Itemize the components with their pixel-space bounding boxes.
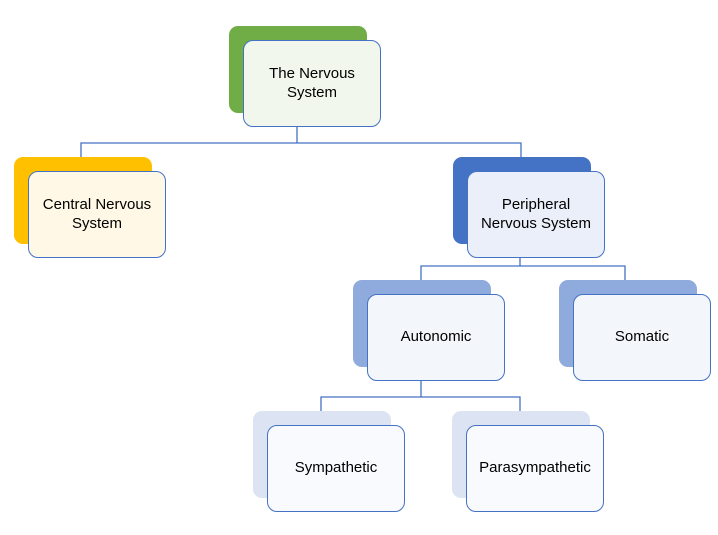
- node-parasympathetic: Parasympathetic: [452, 411, 604, 512]
- node-label: Somatic: [614, 328, 670, 346]
- node-peripheral-nervous-system: Peripheral Nervous System: [453, 157, 605, 258]
- node-box: Somatic: [573, 294, 711, 381]
- node-central-nervous-system: Central Nervous System: [14, 157, 166, 258]
- connector-autonomic-to-level4: [320, 381, 521, 411]
- node-somatic: Somatic: [559, 280, 711, 381]
- node-label: Autonomic: [400, 328, 472, 346]
- node-label: Peripheral Nervous System: [480, 195, 592, 232]
- node-label: Sympathetic: [294, 459, 378, 477]
- connector-root-to-level2: [80, 127, 522, 158]
- node-box: Parasympathetic: [466, 425, 604, 512]
- node-autonomic: Autonomic: [353, 280, 505, 381]
- node-box: Central Nervous System: [28, 171, 166, 258]
- node-box: Sympathetic: [267, 425, 405, 512]
- node-box: Autonomic: [367, 294, 505, 381]
- node-label: The Nervous System: [269, 64, 355, 101]
- node-the-nervous-system: The Nervous System: [229, 26, 381, 127]
- node-sympathetic: Sympathetic: [253, 411, 405, 512]
- node-box: Peripheral Nervous System: [467, 171, 605, 258]
- node-box: The Nervous System: [243, 40, 381, 127]
- node-label: Central Nervous System: [42, 195, 152, 232]
- connector-pns-to-level3: [420, 257, 626, 281]
- node-label: Parasympathetic: [479, 459, 591, 477]
